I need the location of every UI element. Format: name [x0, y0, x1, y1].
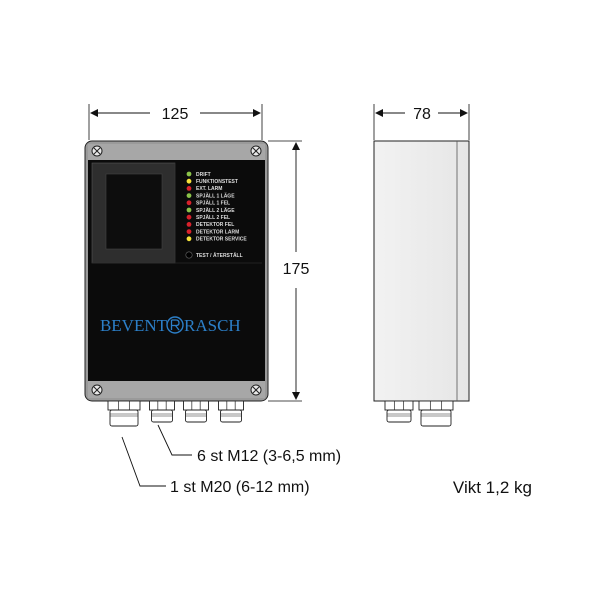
height-label: 175: [283, 261, 310, 278]
side-view: [373, 140, 470, 427]
dimension-front-width: 125: [88, 104, 263, 140]
led-row: DRIFT: [186, 171, 211, 178]
status-led-icon: [186, 207, 192, 213]
status-led-icon: [186, 171, 192, 177]
status-led-icon: [186, 178, 192, 184]
led-row: SPJÄLL 1 FEL: [186, 200, 230, 207]
status-led-icon: [186, 186, 192, 191]
brand-emblem-icon: [166, 316, 184, 334]
cable-gland-m12-icon: [183, 400, 209, 423]
led-label: SPJÄLL 2 FEL: [196, 214, 230, 221]
status-led-icon: [186, 236, 192, 242]
led-row: SPJÄLL 2 FEL: [186, 214, 230, 221]
led-row: SPJÄLL 1 LÄGE: [186, 192, 235, 199]
led-label: FUNKTIONSTEST: [196, 179, 238, 185]
display-window: [105, 173, 163, 250]
dimension-height: 175: [268, 140, 310, 402]
led-label: EXT. LARM: [196, 186, 222, 192]
led-row: SPJÄLL 2 LÄGE: [186, 207, 235, 214]
side-width-label: 78: [413, 106, 431, 123]
callout-m20-text: 1 st M20 (6-12 mm): [170, 479, 310, 496]
screw-icon: [91, 384, 103, 396]
led-label: SPJÄLL 1 LÄGE: [196, 192, 235, 199]
brand-left-text: BEVENT: [100, 316, 168, 335]
led-label: DETEKTOR SERVICE: [196, 237, 247, 243]
screw-icon: [250, 384, 262, 396]
cable-gland-m12-icon: [218, 400, 244, 423]
status-led-icon: [186, 193, 192, 199]
status-led-icon: [186, 214, 192, 220]
cable-glands-side: [384, 400, 454, 427]
brand-logo: BEVENT RASCH: [100, 316, 241, 335]
cable-gland-m12-icon: [384, 400, 414, 423]
led-row: DETEKTOR SERVICE: [186, 236, 247, 243]
callout-m12-text: 6 st M12 (3-6,5 mm): [197, 448, 341, 465]
front-width-label: 125: [162, 106, 189, 123]
screw-icon: [250, 145, 262, 157]
test-reset-control: TEST / ÅTERSTÄLL: [185, 251, 243, 259]
cable-glands-front: [107, 400, 244, 427]
led-label: DETEKTOR LARM: [196, 229, 239, 235]
cable-gland-m20-icon: [107, 400, 141, 427]
cable-gland-m12-icon: [149, 400, 175, 423]
test-button-label: TEST / ÅTERSTÄLL: [196, 252, 243, 259]
callout-m12: 6 st M12 (3-6,5 mm): [157, 424, 341, 465]
status-led-icon: [186, 229, 192, 235]
status-led-icon: [186, 200, 192, 206]
led-row: DETEKTOR LARM: [186, 229, 239, 235]
brand-right-text: RASCH: [184, 316, 241, 335]
screw-icon: [91, 145, 103, 157]
led-label: SPJÄLL 2 LÄGE: [196, 207, 235, 214]
dimension-side-width: 78: [373, 104, 470, 140]
led-label: DRIFT: [196, 172, 211, 178]
led-row: EXT. LARM: [186, 186, 222, 192]
status-led-icon: [186, 222, 192, 227]
led-row: FUNKTIONSTEST: [186, 178, 238, 185]
led-row: DETEKTOR FEL: [186, 222, 234, 228]
cable-gland-m20-icon: [418, 400, 454, 427]
test-button[interactable]: [185, 251, 193, 259]
led-label: DETEKTOR FEL: [196, 222, 234, 228]
led-label: SPJÄLL 1 FEL: [196, 200, 230, 207]
weight-label: Vikt 1,2 kg: [453, 478, 532, 497]
callout-m20: 1 st M20 (6-12 mm): [121, 436, 310, 496]
